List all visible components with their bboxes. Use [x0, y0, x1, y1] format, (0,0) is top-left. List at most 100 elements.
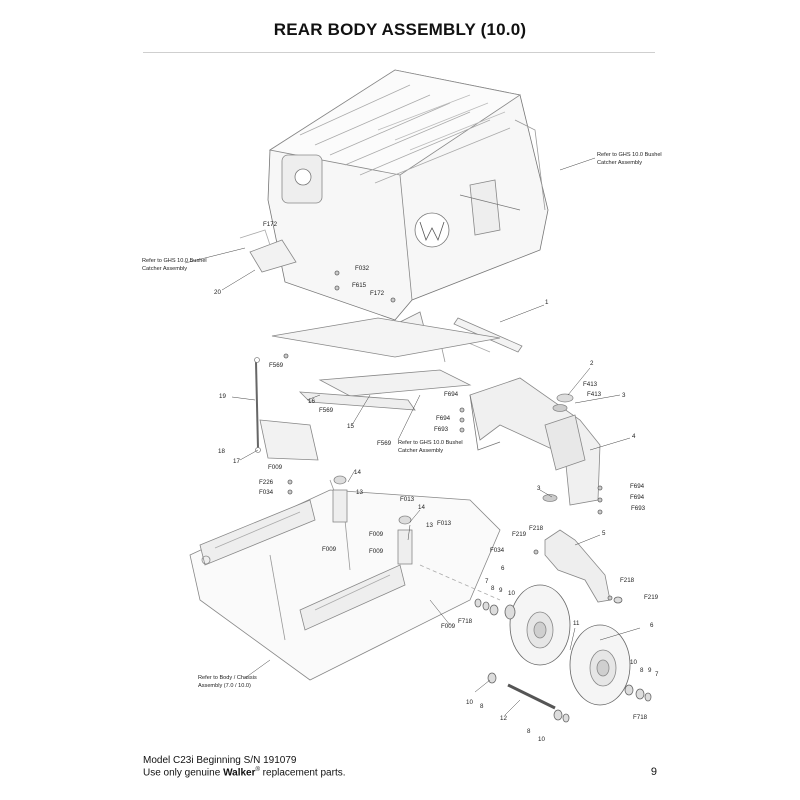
label-6: 6 — [501, 565, 505, 572]
label-F218: F218 — [620, 577, 635, 584]
label-13: 13 — [426, 522, 433, 529]
label-F694: F694 — [436, 415, 451, 422]
label-F718: F718 — [633, 714, 648, 721]
label-F413: F413 — [587, 391, 602, 398]
label-F013: F013 — [437, 520, 452, 527]
label-7: 7 — [485, 578, 489, 585]
label-12: 12 — [500, 715, 507, 722]
label-9: 9 — [499, 587, 503, 594]
label-F013: F013 — [400, 496, 415, 503]
part-labels: 1 2 3 3 4 5 6 6 7 7 8 8 8 8 9 9 10 10 10… — [214, 221, 659, 743]
footer-use-suffix: replacement parts. — [259, 767, 346, 779]
label-F009: F009 — [322, 546, 337, 553]
ref-ghs-middle: Refer to GHS 10.0 Bushel Catcher Assembl… — [398, 440, 463, 454]
svg-text:Refer to GHS 10.0 Bushel: Refer to GHS 10.0 Bushel — [597, 152, 662, 158]
label-F032: F032 — [355, 265, 370, 272]
wheel-left — [509, 584, 571, 666]
svg-text:Catcher Assembly: Catcher Assembly — [142, 266, 187, 272]
label-F694: F694 — [444, 391, 459, 398]
label-F034: F034 — [259, 489, 274, 496]
ref-ghs-left: Refer to GHS 10.0 Bushel Catcher Assembl… — [142, 258, 207, 272]
label-17: 17 — [233, 458, 240, 465]
svg-text:Refer to GHS 10.0 Bushel: Refer to GHS 10.0 Bushel — [398, 440, 463, 446]
leader-lines — [184, 157, 641, 716]
label-14: 14 — [354, 469, 361, 476]
page-number: 9 — [650, 766, 657, 778]
label-F569: F569 — [319, 407, 334, 414]
label-F009: F009 — [268, 464, 283, 471]
label-8: 8 — [527, 728, 531, 735]
label-8: 8 — [640, 667, 644, 674]
svg-text:Catcher Assembly: Catcher Assembly — [398, 448, 443, 454]
registered-mark: ® — [255, 767, 260, 773]
label-F569: F569 — [377, 440, 392, 447]
label-4: 4 — [632, 433, 636, 440]
label-16: 16 — [308, 398, 315, 405]
label-20: 20 — [214, 289, 221, 296]
axle-12 — [507, 683, 556, 710]
label-F009: F009 — [369, 548, 384, 555]
label-3: 3 — [537, 485, 541, 492]
label-8: 8 — [480, 703, 484, 710]
hardware-bolts — [283, 270, 613, 601]
label-F615: F615 — [352, 282, 367, 289]
upright-13a — [332, 489, 348, 523]
label-F172: F172 — [370, 290, 385, 297]
hopper-body — [267, 69, 549, 321]
label-F694: F694 — [630, 483, 645, 490]
rail-1 — [453, 317, 523, 353]
chassis-frame — [189, 419, 501, 681]
label-F172: F172 — [263, 221, 278, 228]
label-8: 8 — [491, 585, 495, 592]
upright-13b — [397, 529, 413, 565]
svg-text:Assembly (7.0 / 10.0): Assembly (7.0 / 10.0) — [198, 683, 251, 689]
label-F009: F009 — [369, 531, 384, 538]
label-F218: F218 — [529, 525, 544, 532]
label-F694: F694 — [630, 494, 645, 501]
tray-plate-upper — [271, 317, 501, 358]
label-1: 1 — [545, 299, 549, 306]
page-title: REAR BODY ASSEMBLY (10.0) — [273, 20, 527, 39]
label-F226: F226 — [259, 479, 274, 486]
label-13: 13 — [356, 489, 363, 496]
label-19: 19 — [219, 393, 226, 400]
label-7: 7 — [655, 671, 659, 678]
bracket-20 — [249, 239, 297, 273]
label-F569: F569 — [269, 362, 284, 369]
brand-name: Walker — [223, 767, 256, 779]
label-F009: F009 — [441, 623, 456, 630]
svg-text:Refer to Body / Chassis: Refer to Body / Chassis — [198, 675, 257, 681]
caster-fork-5 — [544, 529, 611, 603]
label-6: 6 — [650, 622, 654, 629]
label-5: 5 — [602, 530, 606, 537]
gas-strut — [255, 361, 259, 449]
label-10: 10 — [538, 736, 545, 743]
wheel-right — [569, 624, 631, 706]
label-14: 14 — [418, 504, 425, 511]
svg-text:Refer to GHS 10.0 Bushel: Refer to GHS 10.0 Bushel — [142, 258, 207, 264]
label-F034: F034 — [490, 547, 505, 554]
label-10: 10 — [466, 699, 473, 706]
label-2: 2 — [590, 360, 594, 367]
label-F219: F219 — [512, 531, 527, 538]
label-F718: F718 — [458, 618, 473, 625]
bearing-stack — [474, 596, 652, 723]
label-18: 18 — [218, 448, 225, 455]
label-3: 3 — [622, 392, 626, 399]
label-F693: F693 — [434, 426, 449, 433]
footer-use-prefix: Use only genuine — [143, 767, 224, 779]
title-divider — [143, 52, 655, 53]
label-9: 9 — [648, 667, 652, 674]
caster-frame-4 — [469, 377, 601, 506]
label-15: 15 — [347, 423, 354, 430]
ref-body-chassis: Refer to Body / Chassis Assembly (7.0 / … — [198, 675, 257, 689]
ref-ghs-top-right: Refer to GHS 10.0 Bushel Catcher Assembl… — [597, 152, 662, 166]
label-10: 10 — [508, 590, 515, 597]
footer-model-line: Model C23i Beginning S/N 191079 — [143, 755, 297, 766]
label-F413: F413 — [583, 381, 598, 388]
label-10: 10 — [630, 659, 637, 666]
svg-text:Catcher Assembly: Catcher Assembly — [597, 160, 642, 166]
label-F693: F693 — [631, 505, 646, 512]
label-F219: F219 — [644, 594, 659, 601]
